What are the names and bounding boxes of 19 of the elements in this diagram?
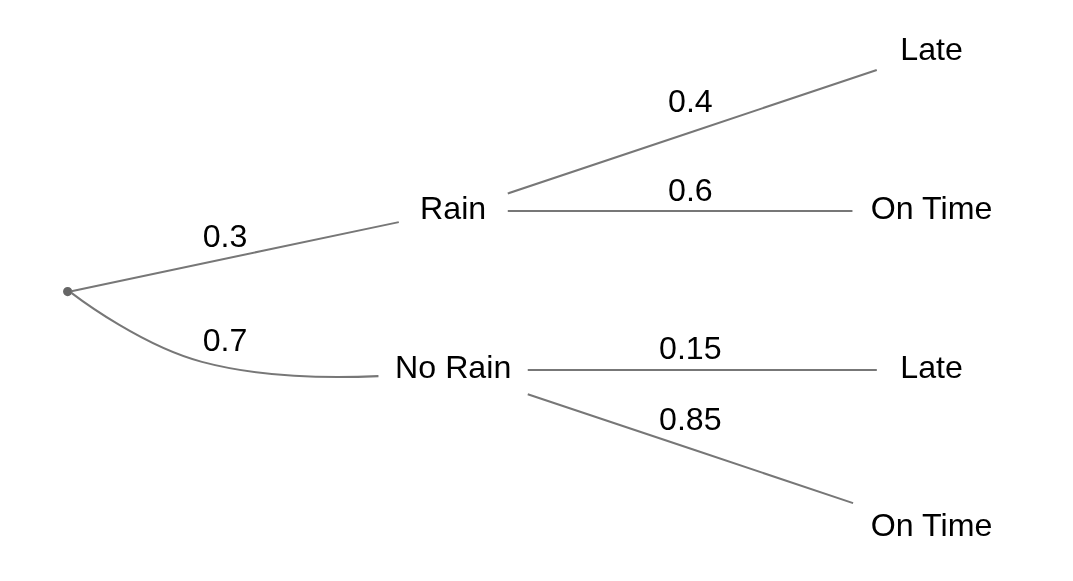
node-text: No Rain	[394, 348, 511, 385]
edge-label: 0.7	[202, 322, 247, 359]
node-text: On Time	[870, 189, 992, 226]
connector	[507, 210, 852, 213]
node-point	[62, 286, 72, 297]
connector	[506, 69, 877, 195]
edge-label: 0.15	[658, 330, 722, 367]
connector	[527, 368, 877, 371]
node-text: Late	[899, 30, 963, 67]
edge-label: 0.3	[202, 217, 247, 254]
edge-label: 0.4	[667, 83, 713, 120]
edge-label: 0.85	[658, 400, 722, 437]
node-text: On Time	[870, 507, 992, 544]
edge-label: 0.6	[667, 171, 713, 208]
node-text: Late	[899, 348, 963, 385]
connector	[526, 393, 853, 505]
connector	[70, 221, 399, 293]
connector	[70, 292, 378, 379]
node-text: Rain	[419, 189, 486, 226]
